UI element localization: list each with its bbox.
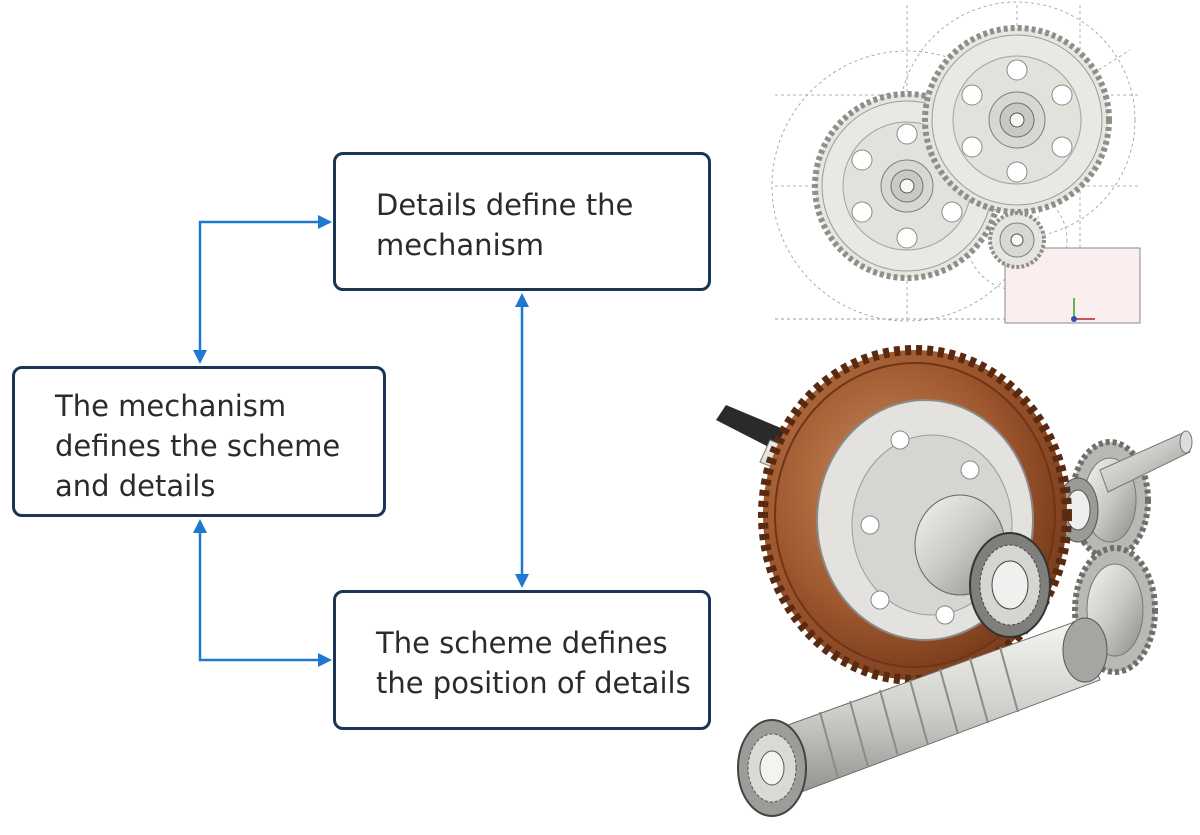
box-text-line: mechanism: [376, 228, 544, 262]
box-text-line: Details define the: [376, 188, 634, 222]
worm-shaft: [737, 617, 1108, 817]
box-text-line: the position of details: [376, 666, 691, 700]
arrowhead-mechanism-bottom: [193, 519, 207, 533]
output-shaft: [1099, 430, 1193, 493]
scheme-defines-position-box: The scheme defines the position of detai…: [333, 590, 711, 730]
sketch-gear-small: [988, 211, 1046, 269]
box-text-line: defines the scheme: [55, 429, 341, 463]
details-define-mechanism-box: Details define the mechanism: [333, 152, 711, 291]
arrow-mechanism-scheme: [198, 532, 320, 662]
arrowhead-details-bottom: [515, 293, 529, 307]
box-text-line: The scheme defines: [376, 626, 668, 660]
arrow-mechanism-details: [198, 217, 331, 352]
bearing-right: [1057, 477, 1099, 543]
mechanism-defines-scheme-box: The mechanism defines the scheme and det…: [12, 366, 386, 517]
arrowhead-scheme-top: [515, 574, 529, 588]
hub-bearing: [914, 494, 1051, 638]
arrowhead-scheme-left: [318, 653, 332, 667]
arrowhead-mechanism-top: [193, 350, 207, 364]
sketch-gear-right: [922, 25, 1112, 215]
box-text-line: and details: [55, 469, 216, 503]
box-text-line: The mechanism: [55, 389, 287, 423]
arrowhead-details-left: [318, 215, 332, 229]
